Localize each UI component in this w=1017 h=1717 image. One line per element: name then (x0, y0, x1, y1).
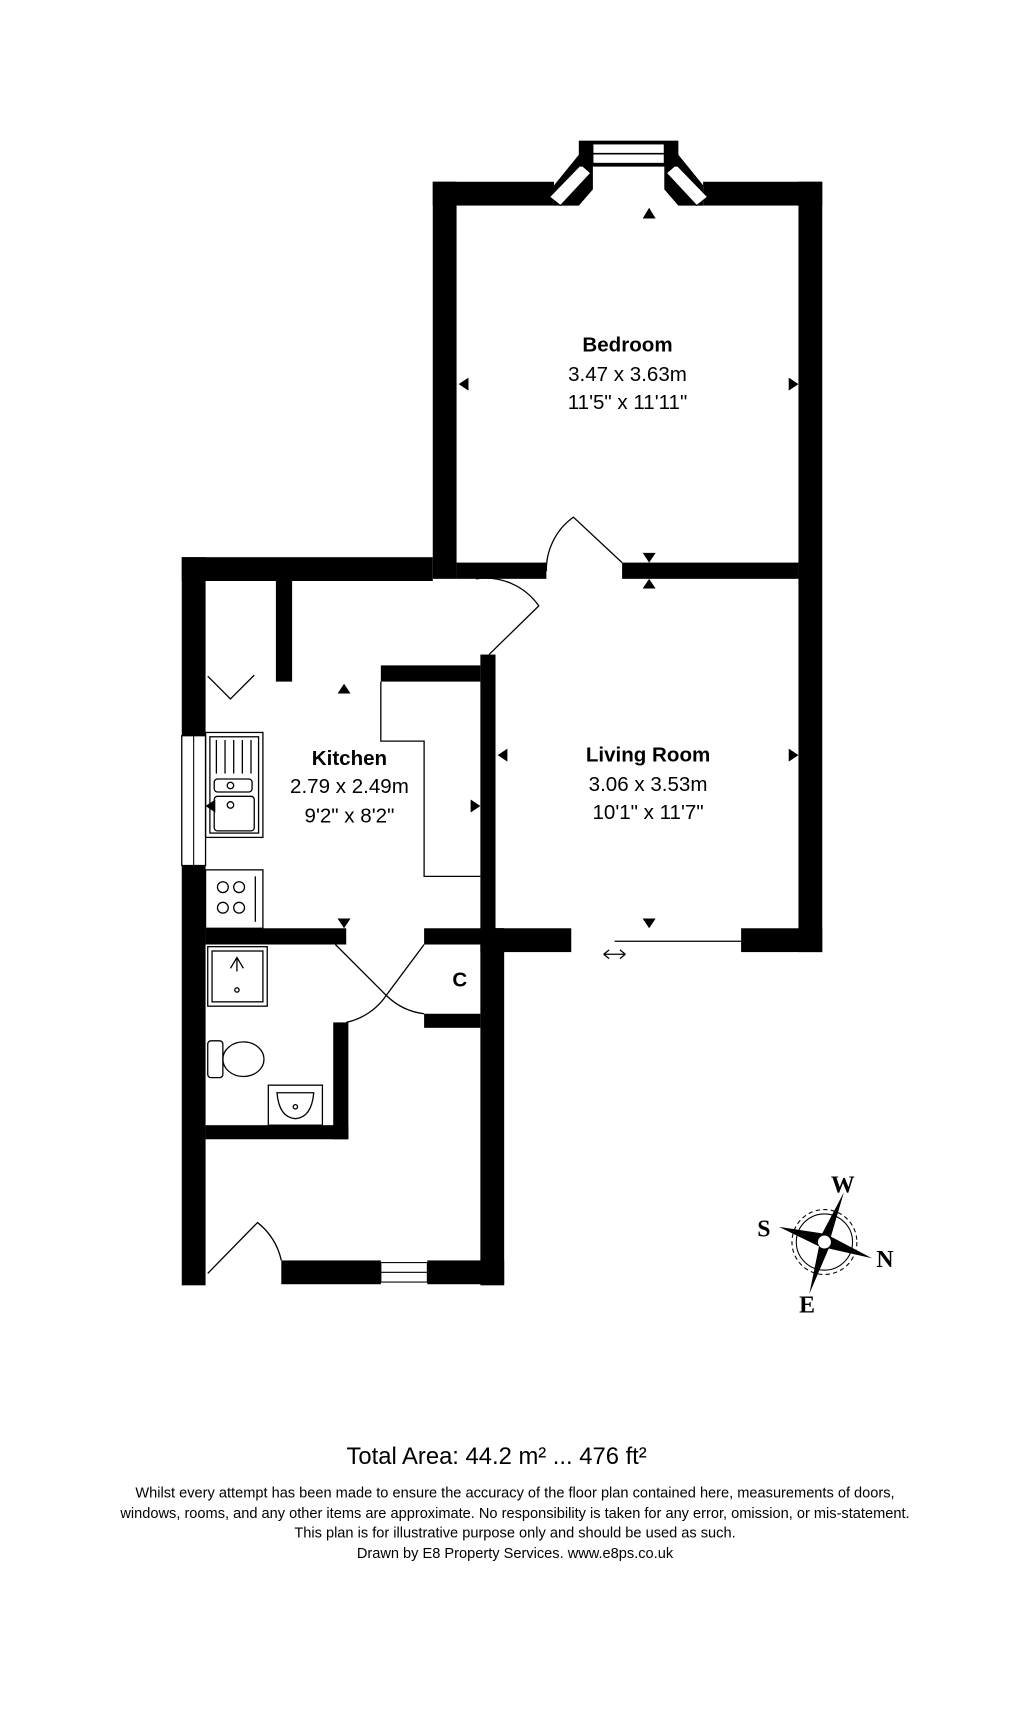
room-dimensions-metric: 2.79 x 2.49m (290, 775, 409, 798)
bay-window (546, 140, 711, 207)
compass-south: S (757, 1217, 770, 1243)
room-name: Kitchen (312, 747, 387, 770)
room-living-room: Living Room 3.06 x 3.53m 10'1" x 11'7" (586, 744, 710, 824)
compass-north: N (876, 1247, 893, 1273)
compass: W S N E (757, 1172, 893, 1318)
total-area: Total Area: 44.2 m² ... 476 ft² (346, 1443, 646, 1470)
room-dimensions-imperial: 11'5" x 11'11" (568, 391, 688, 414)
compass-east: E (799, 1292, 815, 1318)
room-name: Living Room (586, 744, 710, 767)
room-dimensions-imperial: 10'1" x 11'7" (592, 801, 703, 824)
disclaimer-line: windows, rooms, and any other items are … (119, 1506, 909, 1522)
doors (207, 516, 742, 1274)
credit-line: Drawn by E8 Property Services. www.e8ps.… (357, 1546, 674, 1562)
walls (181, 181, 823, 1286)
disclaimer-line: Whilst every attempt has been made to en… (135, 1485, 894, 1501)
bathroom-fittings (207, 946, 324, 1126)
disclaimer-line: This plan is for illustrative purpose on… (294, 1525, 735, 1541)
room-dimensions-metric: 3.06 x 3.53m (589, 773, 708, 796)
room-dimensions-metric: 3.47 x 3.63m (568, 363, 687, 386)
kitchen-fittings (204, 681, 481, 929)
footer: Total Area: 44.2 m² ... 476 ft² Whilst e… (119, 1443, 909, 1562)
room-bedroom: Bedroom 3.47 x 3.63m 11'5" x 11'11" (568, 334, 688, 414)
cupboard-label: C (452, 969, 467, 992)
dimension-arrows (205, 207, 799, 929)
room-name: Bedroom (582, 334, 672, 357)
compass-west: W (831, 1172, 855, 1198)
room-kitchen: Kitchen 2.79 x 2.49m 9'2" x 8'2" (290, 747, 409, 827)
room-dimensions-imperial: 9'2" x 8'2" (305, 804, 395, 827)
